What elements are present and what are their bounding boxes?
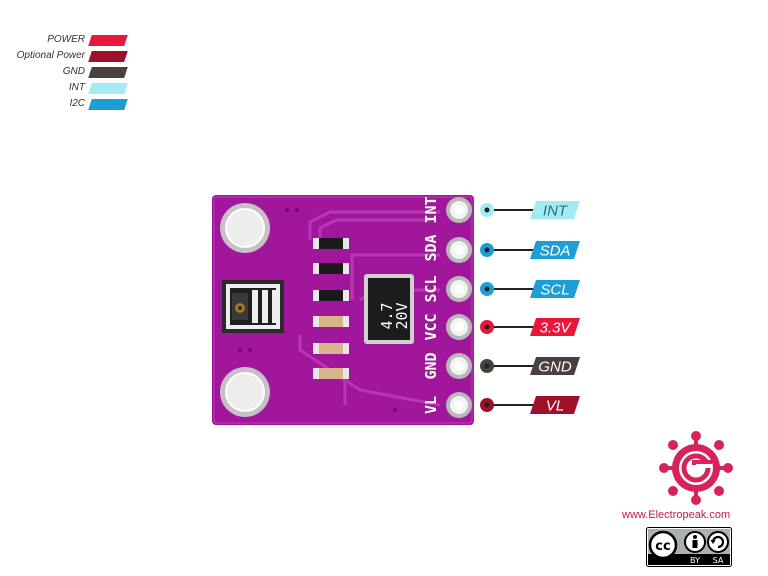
legend-label: Optional Power (16, 50, 85, 61)
smd-resistors (313, 238, 349, 379)
legend-label: POWER (47, 34, 85, 45)
brand-url[interactable]: www.Electropeak.com (622, 509, 731, 521)
silk-pin-label: GND (422, 352, 440, 379)
proximity-sensor-chip (222, 280, 284, 333)
legend-label: INT (68, 82, 85, 93)
capacitor-voltage: 20V (393, 302, 411, 329)
legend-item: Optional Power (0, 49, 135, 65)
pin-label-text: INT (543, 203, 569, 220)
legend-item: I2C (0, 97, 135, 113)
legend-item: POWER (0, 33, 135, 49)
silk-pin-label: VCC (422, 313, 440, 340)
pin-pad (446, 276, 472, 302)
attribution-icon (684, 531, 706, 553)
pin-pad (446, 314, 472, 340)
svg-text:cc: cc (655, 539, 670, 554)
pin-marker (480, 398, 494, 412)
capacitor-value: 4.7 (378, 302, 396, 329)
legend-label: I2C (69, 98, 85, 109)
legend-item: INT (0, 81, 135, 97)
sensor-board: 4.7 20V INT SDA SCL VCC GND VL (212, 195, 474, 425)
mounting-hole-top (220, 203, 270, 253)
pin-label-tag: GND (530, 357, 580, 376)
cc-icon: cc (648, 530, 678, 560)
pin-pad (446, 353, 472, 379)
silk-pin-label: VL (422, 396, 440, 414)
pin-label-text: 3.3V (540, 320, 573, 337)
electropeak-logo-icon (659, 431, 733, 505)
license-sa: SA (713, 556, 724, 565)
tantalum-capacitor: 4.7 20V (364, 274, 414, 344)
pin-label-text: SCL (540, 282, 569, 299)
legend-item: GND (0, 65, 135, 81)
silk-pin-label: INT (422, 196, 440, 223)
pin-label-text: GND (538, 359, 572, 376)
pin-marker (480, 203, 494, 217)
pin-label-tag: 3.3V (530, 318, 580, 337)
pin-label-tag: INT (530, 201, 580, 220)
pin-label-tag: VL (530, 396, 580, 415)
pin-marker (480, 359, 494, 373)
pin-marker (480, 320, 494, 334)
pin-label-tag: SDA (530, 241, 580, 260)
pin-marker (480, 282, 494, 296)
pin-pad (446, 392, 472, 418)
license-by: BY (690, 556, 700, 565)
pin-label-tag: SCL (530, 280, 580, 299)
pin-pad (446, 197, 472, 223)
share-alike-icon (707, 531, 729, 553)
silk-pin-label: SDA (422, 234, 440, 261)
mounting-hole-bottom (220, 367, 270, 417)
silk-pin-label: SCL (422, 275, 440, 302)
pin-label-text: VL (546, 398, 564, 415)
pin-pad (446, 237, 472, 263)
pin-label-text: SDA (540, 243, 571, 260)
legend-label: GND (62, 66, 85, 77)
cc-license-badge: cc BY SA (646, 527, 732, 567)
pin-marker (480, 243, 494, 257)
